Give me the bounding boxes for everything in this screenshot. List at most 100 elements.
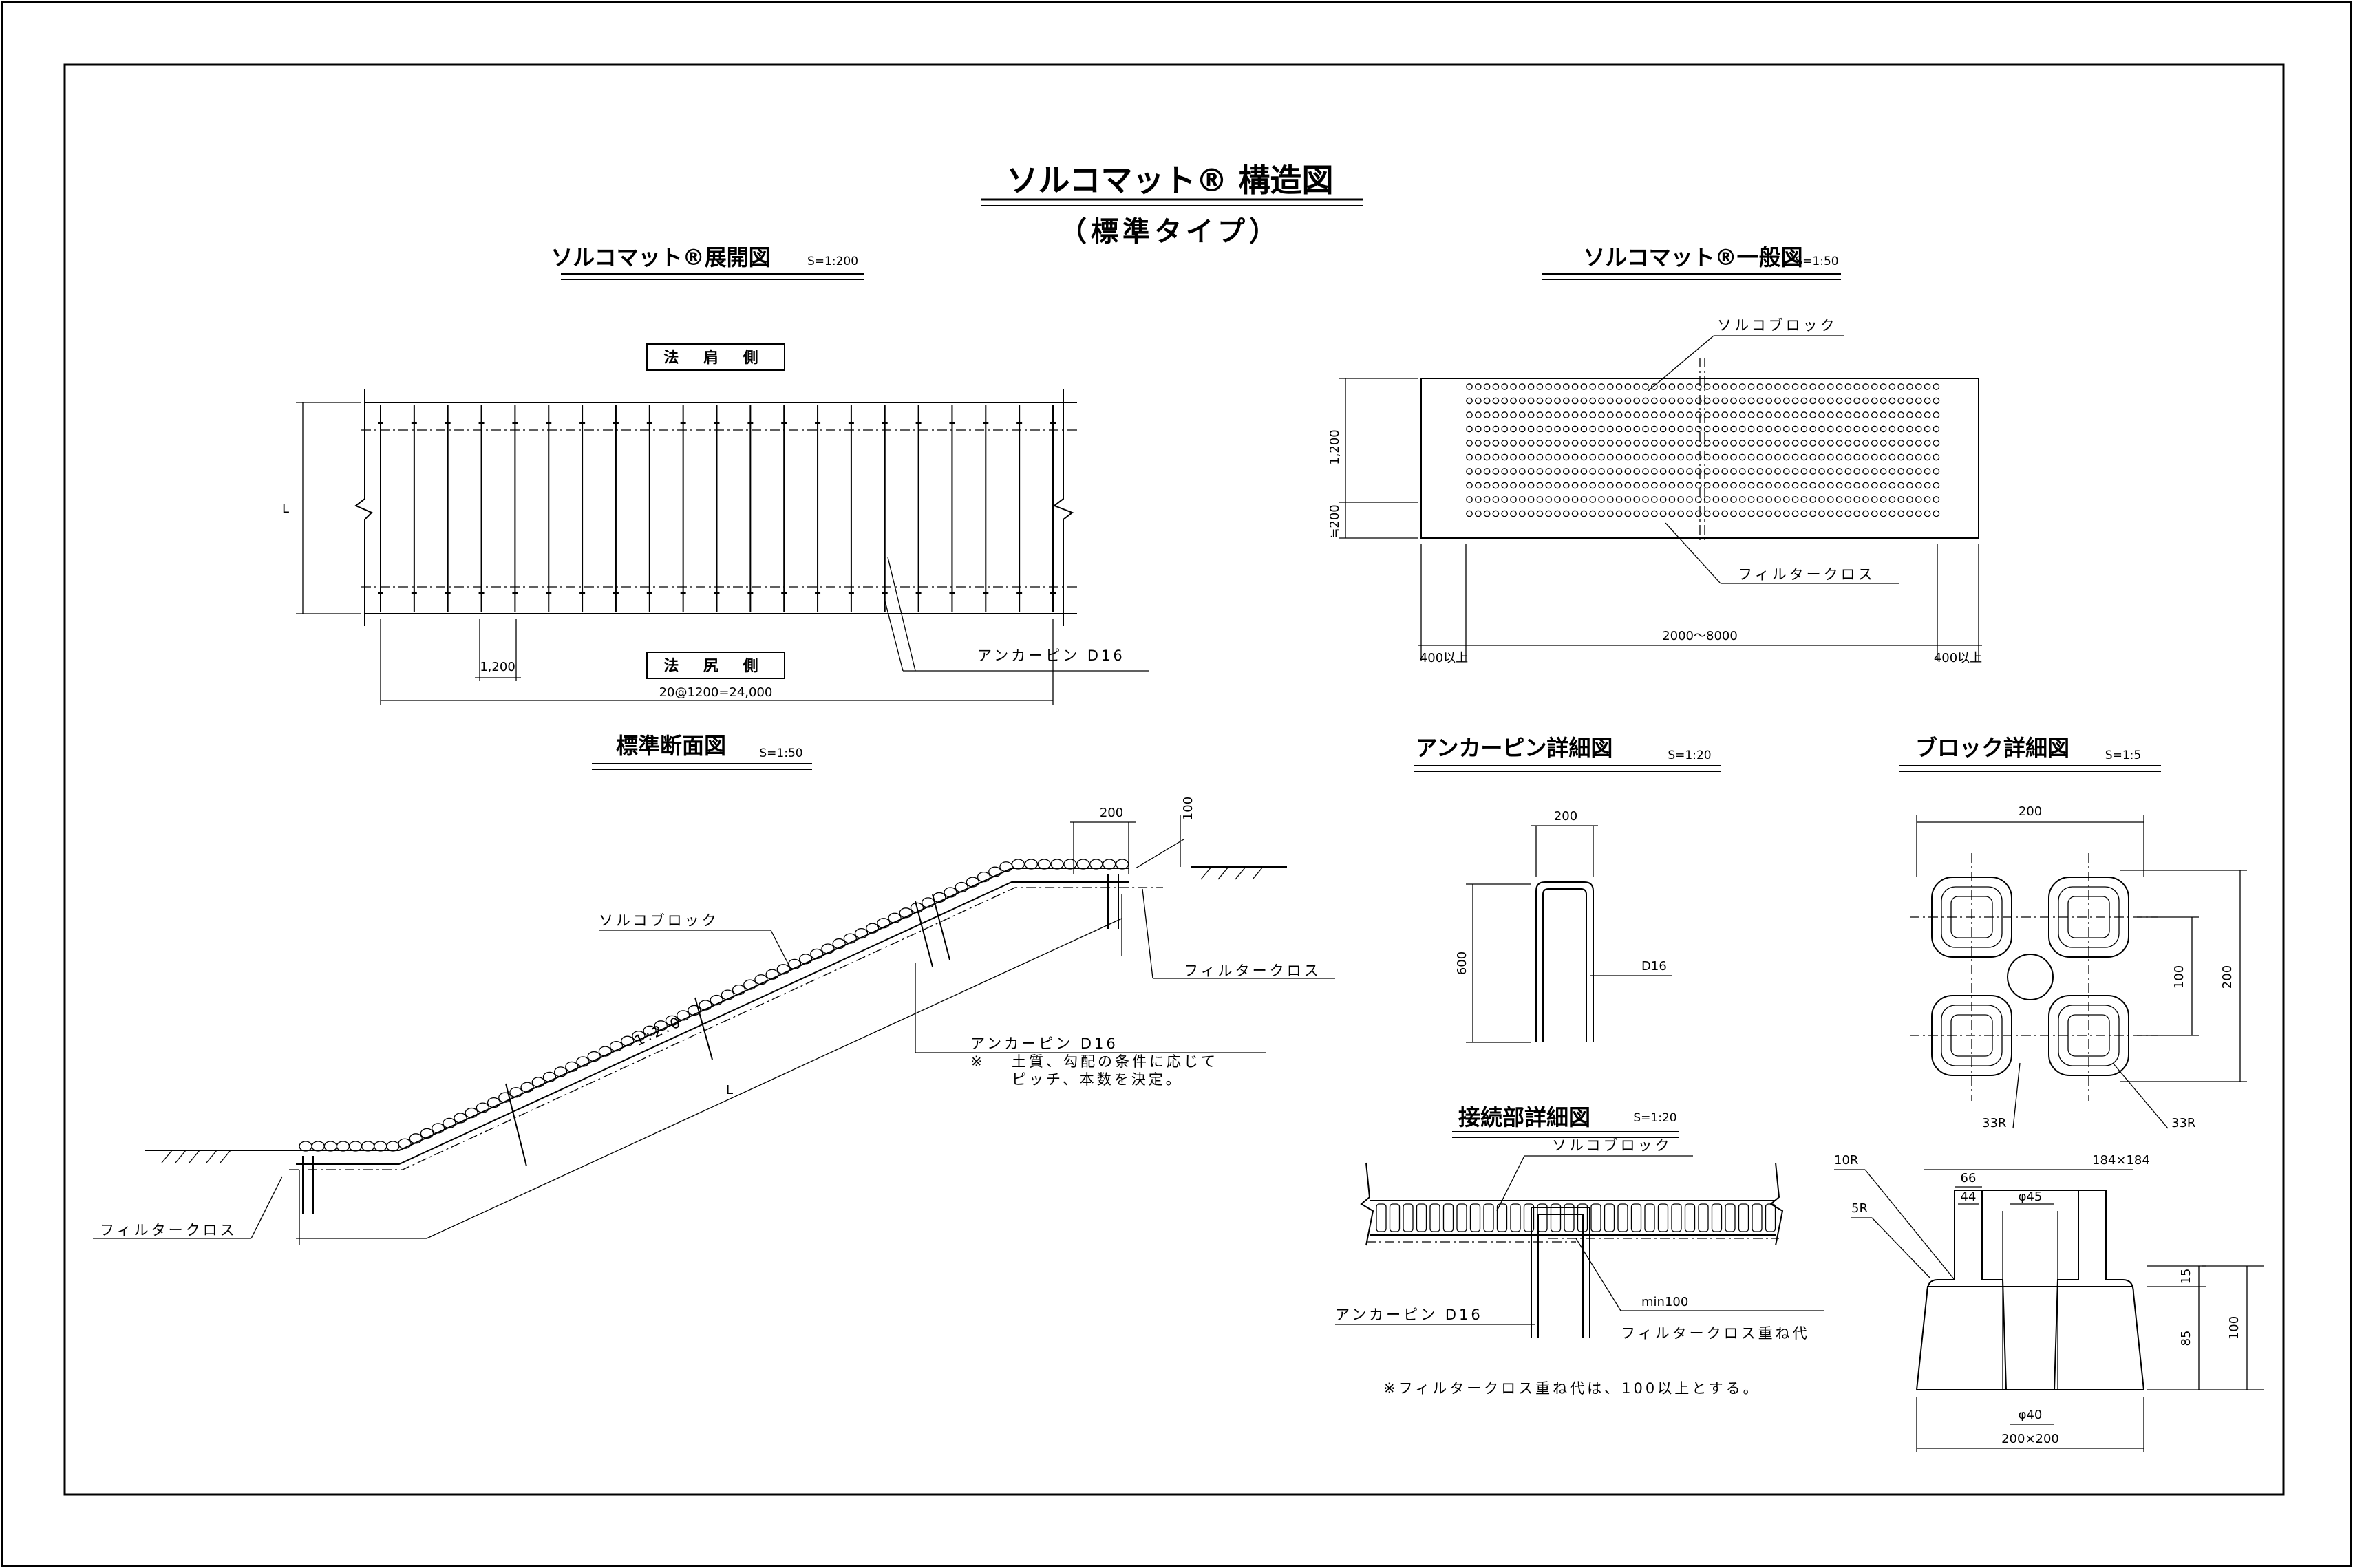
pattern-dot (1880, 383, 1887, 390)
block-title: ブロック詳細図 (1915, 735, 2069, 761)
pattern-dot (1880, 468, 1887, 475)
pattern-dot (1483, 510, 1491, 517)
pattern-dot (1827, 453, 1834, 461)
block-lobe (2048, 877, 2129, 958)
pattern-dot (1924, 383, 1931, 390)
pattern-dot (1933, 383, 1940, 390)
pattern-dot (1862, 510, 1869, 517)
slope-block (420, 1128, 434, 1139)
pattern-dot (1677, 496, 1685, 503)
pattern-dot (1668, 468, 1676, 475)
pattern-dot (1686, 425, 1693, 433)
block-lobe-core (1950, 896, 1993, 938)
pattern-dot (1703, 453, 1711, 461)
pattern-dot (1650, 453, 1658, 461)
pattern-dot (1580, 482, 1588, 489)
joint-block (1550, 1203, 1562, 1232)
pattern-dot (1589, 397, 1597, 405)
pattern-dot (1906, 453, 1913, 461)
pattern-dot (1615, 425, 1623, 433)
pattern-dot (1589, 453, 1597, 461)
joint-block (1711, 1203, 1723, 1232)
pattern-dot (1915, 383, 1922, 390)
pattern-dot (1554, 496, 1561, 503)
pattern-dot (1598, 397, 1605, 405)
pattern-dot (1897, 425, 1905, 433)
block-lobe-core (2067, 896, 2110, 938)
slope-block (1115, 859, 1129, 870)
pattern-dot (1518, 383, 1526, 390)
pattern-dot (1589, 468, 1597, 475)
pattern-dot (1633, 453, 1641, 461)
pattern-dot (1642, 510, 1649, 517)
pattern-dot (1536, 482, 1544, 489)
pattern-dot (1844, 496, 1852, 503)
pattern-dot (1562, 397, 1570, 405)
pattern-dot (1598, 496, 1605, 503)
pattern-dot (1518, 453, 1526, 461)
pattern-dot (1589, 440, 1597, 447)
pattern-dot (1835, 425, 1843, 433)
section-dim-100: 100 (1181, 797, 1195, 820)
pattern-dot (1782, 425, 1790, 433)
pattern-dot (1844, 482, 1852, 489)
pattern-dot (1562, 383, 1570, 390)
pattern-dot (1668, 453, 1676, 461)
pattern-dot (1474, 440, 1482, 447)
slope-block (598, 1046, 613, 1057)
pattern-dot (1782, 440, 1790, 447)
pattern-dot (1782, 411, 1790, 418)
pattern-dot (1703, 482, 1711, 489)
pattern-dot (1915, 468, 1922, 475)
anchor-detail: アンカーピン詳細図 S=1:20 200 600 D16 (1414, 735, 1721, 1043)
development-bottom-label: 法 尻 側 (663, 658, 767, 675)
pattern-dot (1536, 468, 1544, 475)
pattern-dot (1466, 397, 1473, 405)
block-lobe-inner (1941, 886, 2003, 948)
pattern-dot (1827, 496, 1834, 503)
pattern-dot (1888, 468, 1896, 475)
joint-block (1684, 1203, 1696, 1232)
pattern-dot (1589, 496, 1597, 503)
pattern-dot (1536, 425, 1544, 433)
slope-block (754, 974, 768, 985)
pattern-dot (1924, 425, 1931, 433)
pattern-dot (1774, 496, 1781, 503)
pattern-dot (1906, 510, 1913, 517)
pattern-dot (1483, 440, 1491, 447)
pattern-dot (1818, 453, 1825, 461)
pattern-dot (1853, 397, 1861, 405)
slope-block (854, 927, 869, 939)
pattern-dot (1650, 425, 1658, 433)
joint-overlap-label: フィルタークロス重ね代 (1621, 1325, 1810, 1342)
pattern-dot (1844, 411, 1852, 418)
pattern-dot (1924, 468, 1931, 475)
anchor-dim-height: 600 (1455, 952, 1469, 975)
block-side (1916, 1190, 2144, 1390)
pattern-dot (1933, 510, 1940, 517)
development-scale: S=1:200 (807, 255, 858, 268)
pattern-dot (1510, 468, 1517, 475)
pattern-dot (1571, 453, 1579, 461)
pattern-dot (1598, 453, 1605, 461)
pattern-dot (1809, 383, 1817, 390)
mat-vertical-bars (378, 405, 1056, 612)
pattern-dot (1642, 411, 1649, 418)
section-dim-200: 200 (1100, 806, 1123, 820)
pattern-dot (1765, 496, 1773, 503)
pattern-dot (1589, 425, 1597, 433)
pattern-dot (1615, 440, 1623, 447)
pattern-dot (1466, 440, 1473, 447)
pattern-dot (1844, 468, 1852, 475)
pattern-dot (1827, 510, 1834, 517)
pattern-dot (1580, 425, 1588, 433)
pattern-dot (1650, 468, 1658, 475)
pattern-dot (1642, 425, 1649, 433)
slope-block (665, 1015, 679, 1027)
pattern-dot (1562, 425, 1570, 433)
pattern-dot (1756, 496, 1764, 503)
pattern-dot (1492, 397, 1500, 405)
pattern-dot (1694, 453, 1702, 461)
pattern-dot (1712, 411, 1720, 418)
pattern-dot (1782, 397, 1790, 405)
